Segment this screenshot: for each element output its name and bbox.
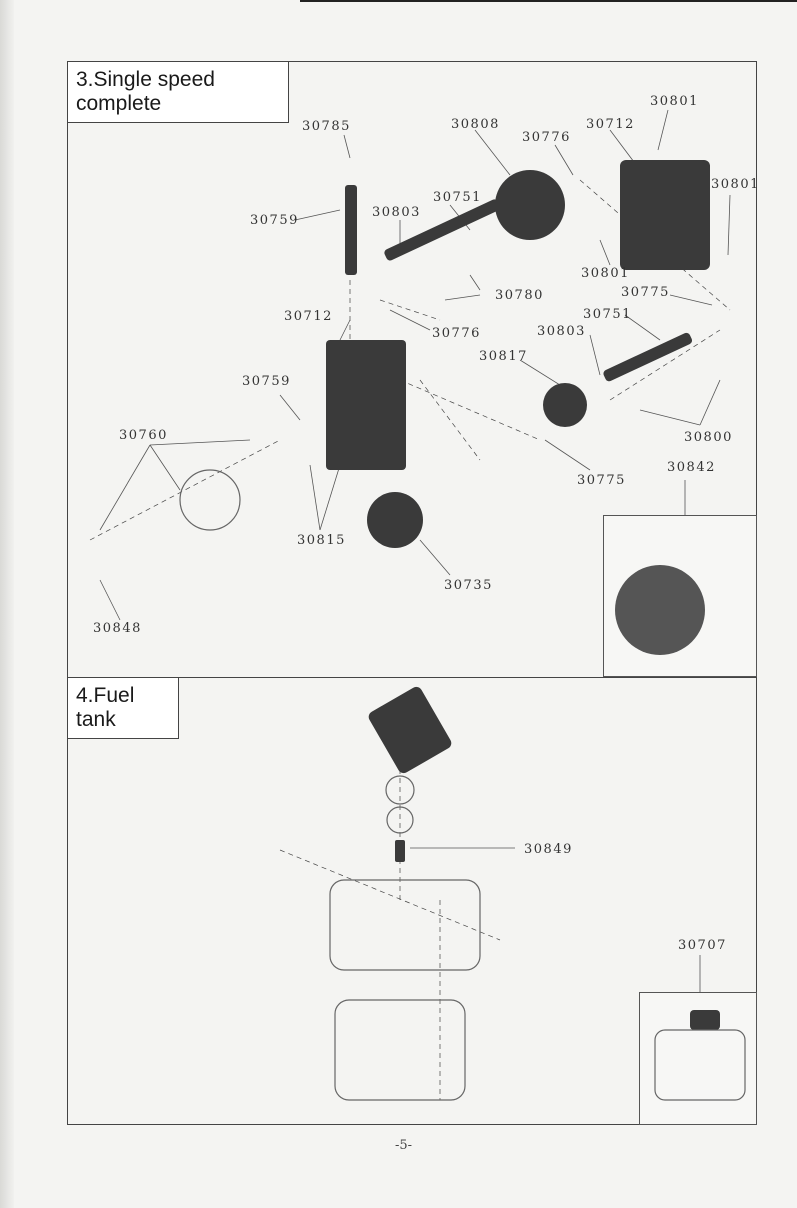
part-label-30785: 30785 <box>302 119 351 134</box>
part-label-30776: 30776 <box>522 130 571 145</box>
part-label-30775: 30775 <box>621 285 670 300</box>
part-label-30735: 30735 <box>444 578 493 593</box>
part-label-30751: 30751 <box>583 307 632 322</box>
part-label-30759: 30759 <box>250 213 299 228</box>
part-label-30751: 30751 <box>433 190 482 205</box>
part-label-30776: 30776 <box>432 326 481 341</box>
part-label-30803: 30803 <box>372 205 421 220</box>
part-label-30780: 30780 <box>495 288 544 303</box>
part-label-30800: 30800 <box>684 430 733 445</box>
part-label-30712: 30712 <box>284 309 333 324</box>
part-label-30775: 30775 <box>577 473 626 488</box>
part-label-30801: 30801 <box>650 94 699 109</box>
part-label-30815: 30815 <box>297 533 346 548</box>
part-label-30759: 30759 <box>242 374 291 389</box>
part-label-30801: 30801 <box>711 177 760 192</box>
part-label-30848: 30848 <box>93 621 142 636</box>
part-label-30817: 30817 <box>479 349 528 364</box>
page-number: -5- <box>395 1138 412 1153</box>
part-label-30842: 30842 <box>667 460 716 475</box>
part-label-30801: 30801 <box>581 266 630 281</box>
part-label-30707: 30707 <box>678 938 727 953</box>
part-label-30808: 30808 <box>451 117 500 132</box>
part-label-30803: 30803 <box>537 324 586 339</box>
part-label-30712: 30712 <box>586 117 635 132</box>
part-label-30849: 30849 <box>524 842 573 857</box>
part-label-30760: 30760 <box>119 428 168 443</box>
